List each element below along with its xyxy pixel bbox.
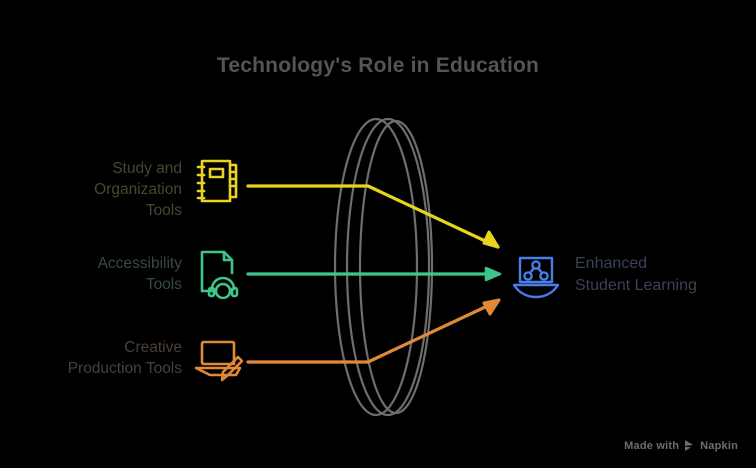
- watermark-brand: Napkin: [700, 439, 738, 452]
- center-lens-shape: [333, 117, 434, 417]
- laptop-stylus-icon: [194, 340, 244, 382]
- watermark-prefix: Made with: [624, 439, 680, 452]
- target-label-enhanced-student-learning: Enhanced Student Learning: [575, 255, 697, 294]
- arrow-study: [246, 184, 500, 249]
- watermark: Made with Napkin: [624, 439, 738, 452]
- napkin-logo-icon: [685, 440, 694, 451]
- laptop-network-icon: [512, 256, 560, 299]
- page-title: Technology's Role in Education: [216, 54, 540, 77]
- source-label-accessibility: Accessibility Tools: [97, 255, 182, 293]
- arrowhead-creative: [482, 298, 501, 316]
- notebook-icon: [196, 159, 238, 203]
- source-label-creative: Creative Production Tools: [67, 339, 182, 377]
- document-headphones-icon: [200, 250, 239, 299]
- arrowhead-study: [482, 230, 500, 249]
- arrowhead-accessibility: [484, 266, 502, 282]
- arrow-creative: [246, 299, 500, 364]
- source-label-study: Study and Organization Tools: [94, 160, 182, 219]
